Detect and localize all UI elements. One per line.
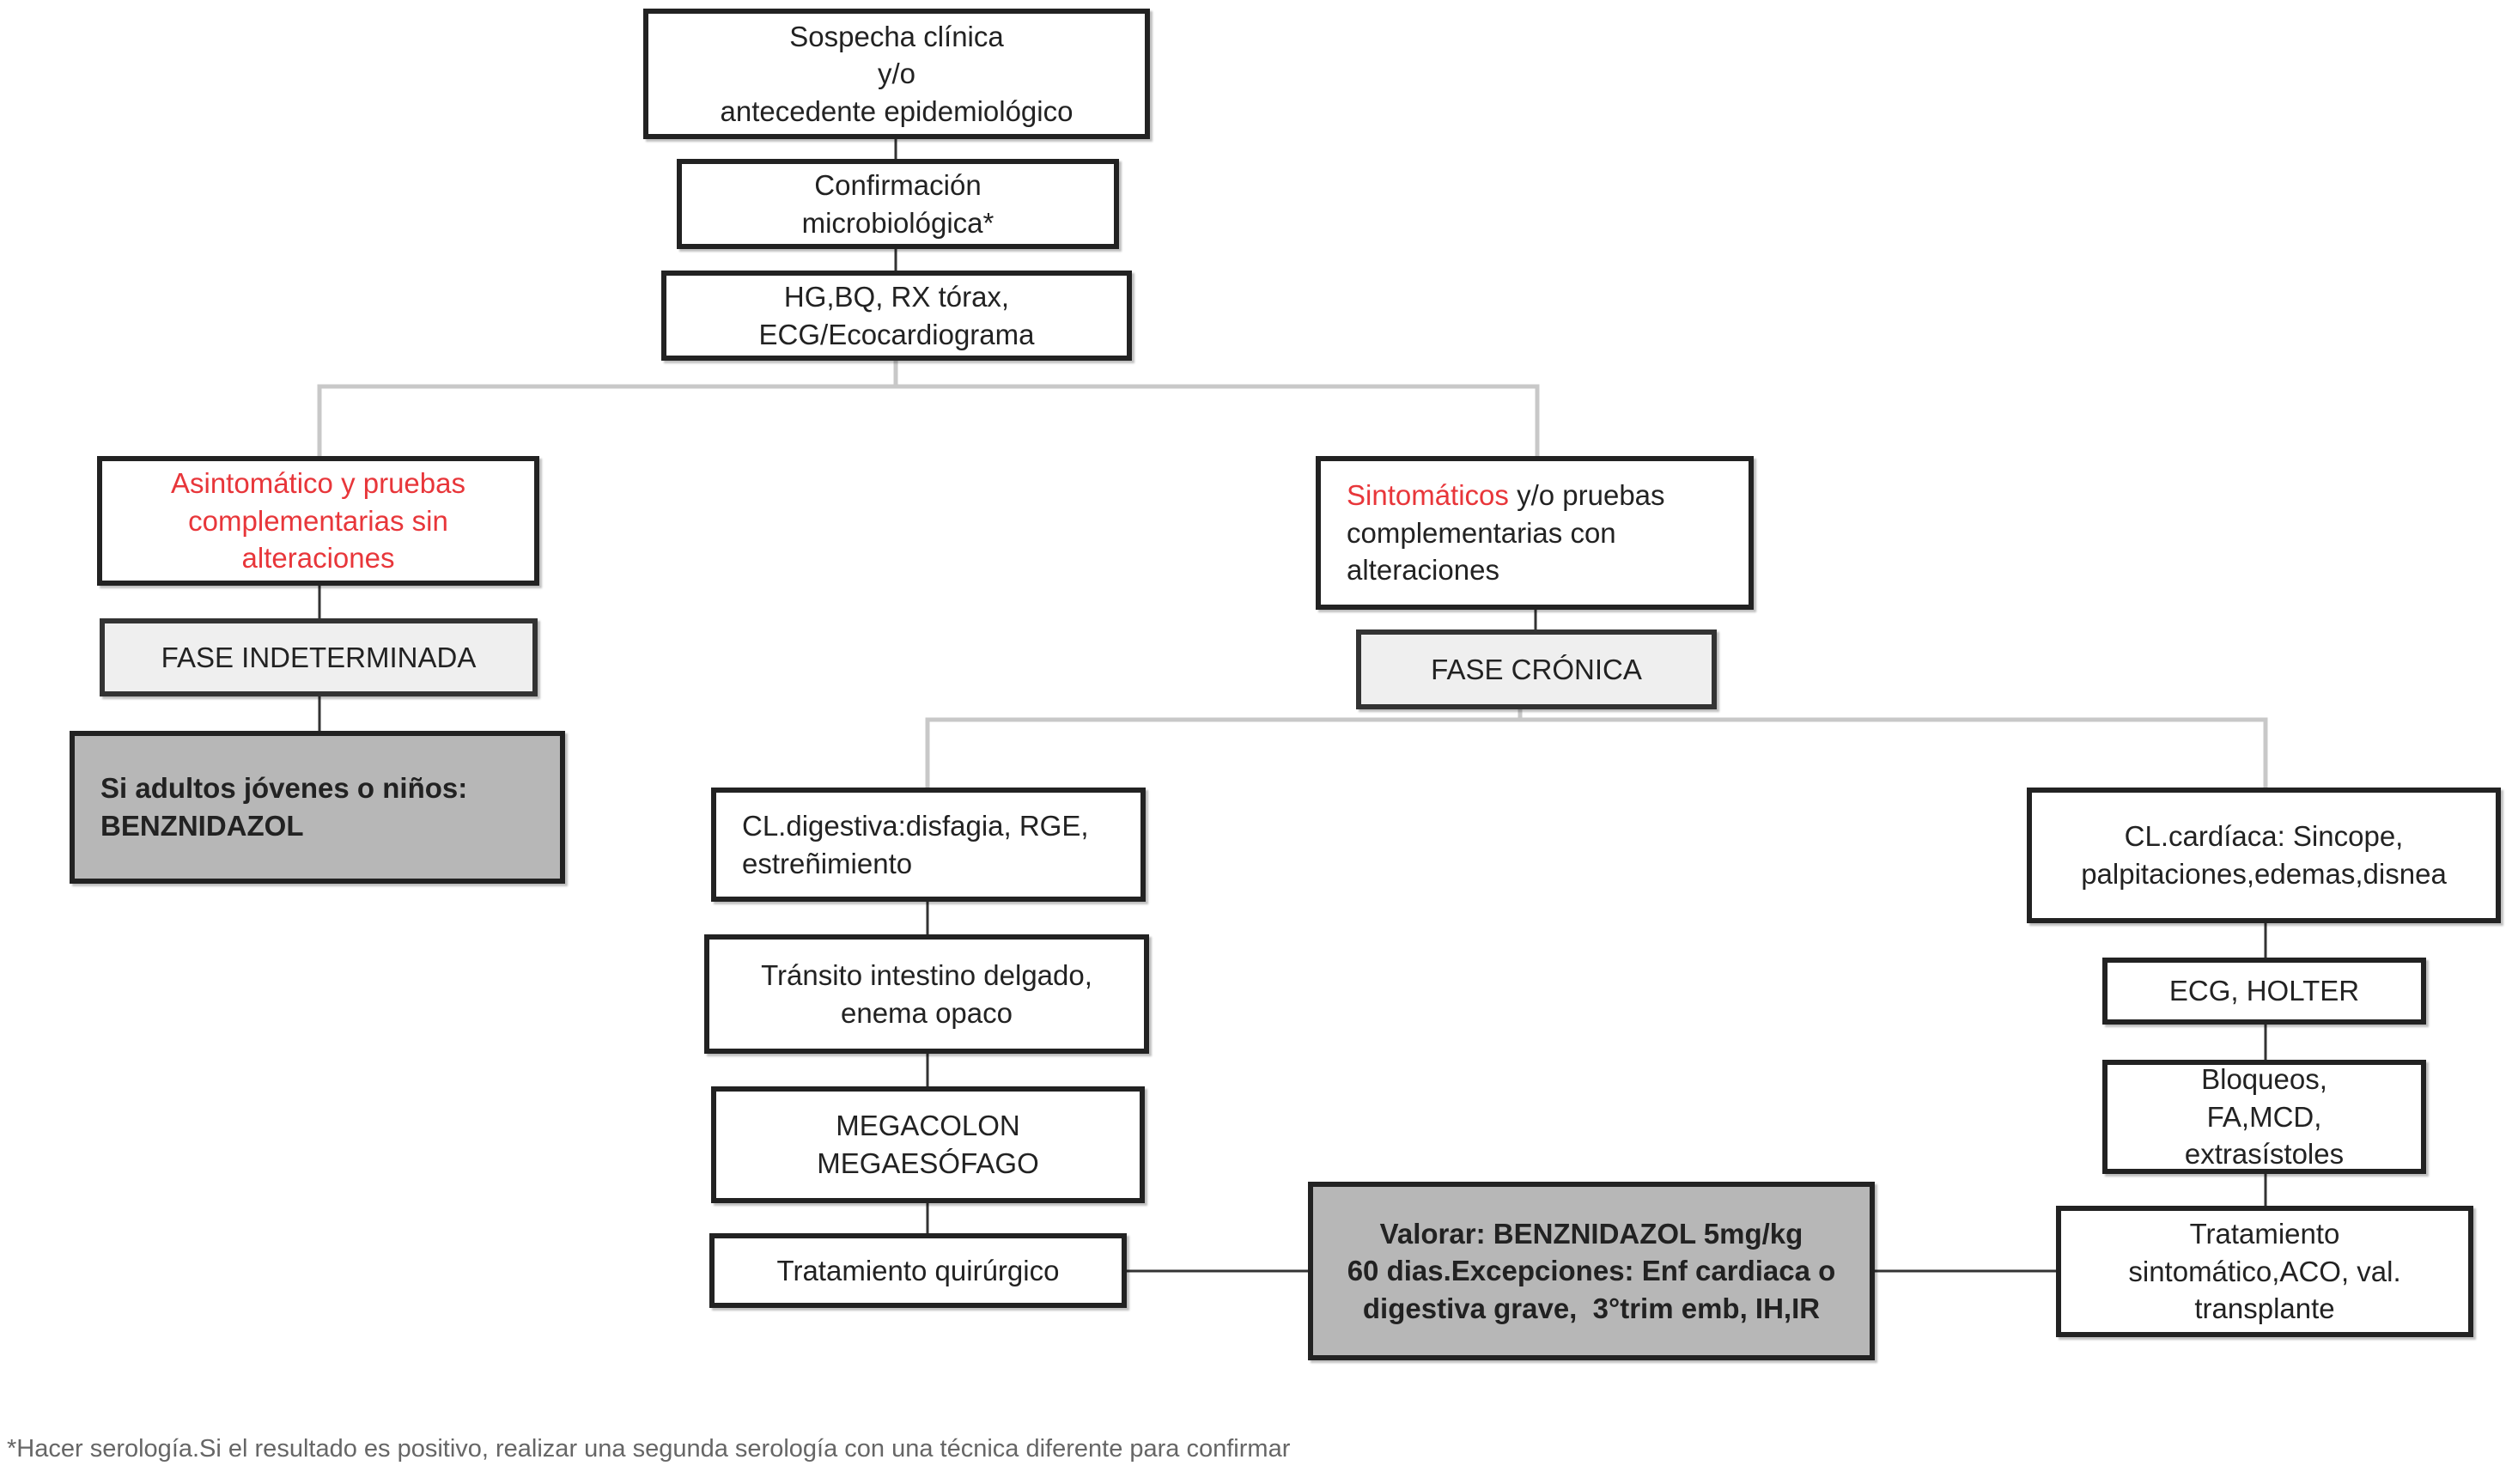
connector-branch-chronic xyxy=(925,717,2268,790)
node-text-line: extrasístoles xyxy=(2184,1138,2345,1171)
fase-indeterminada-node: FASE INDETERMINADA xyxy=(100,618,538,696)
bloqueos-node: Bloqueos, FA,MCD, extrasístoles xyxy=(2102,1060,2426,1174)
node-text-line: Si adultos jóvenes o niños: xyxy=(100,772,468,805)
sintomaticos-highlight: Sintomáticos xyxy=(1347,479,1509,512)
asintomatico-node: Asintomático y pruebas complementarias s… xyxy=(97,456,539,586)
node-text-line: Tratamiento xyxy=(2189,1218,2340,1250)
megacolon-node: MEGACOLON MEGAESÓFAGO xyxy=(711,1086,1145,1203)
node-text-line: Sintomáticos y/o pruebas xyxy=(1347,477,1665,514)
sintomaticos-rest: y/o pruebas xyxy=(1508,479,1665,512)
node-text-line: sintomático,ACO, val. xyxy=(2128,1255,2401,1287)
sospecha-clinica-node: Sospecha clínica y/o antecedente epidemi… xyxy=(643,9,1150,139)
ecg-holter-node: ECG, HOLTER xyxy=(2102,958,2426,1025)
node-text-line: enema opaco xyxy=(841,996,1013,1029)
node-text-line: CL.digestiva:disfagia, RGE, xyxy=(742,809,1089,842)
node-text-line: CL.cardíaca: Sincope, xyxy=(2124,820,2404,853)
pruebas-complementarias-node: HG,BQ, RX tórax, ECG/Ecocardiograma xyxy=(661,271,1132,361)
fase-cronica-node: FASE CRÓNICA xyxy=(1356,629,1717,709)
node-text-line: Tránsito intestino delgado, xyxy=(761,958,1092,991)
node-text-line: Valorar: BENZNIDAZOL 5mg/kg xyxy=(1379,1217,1803,1250)
node-text-line: antecedente epidemiológico xyxy=(720,94,1074,127)
confirmacion-microbiologica-node: Confirmación microbiológica* xyxy=(677,159,1119,249)
node-text-line: complementarias con xyxy=(1347,516,1616,549)
node-text-line: alteraciones xyxy=(241,542,395,575)
benznidazol-ninos-node: Si adultos jóvenes o niños: BENZNIDAZOL xyxy=(70,731,565,884)
node-text-line: microbiológica* xyxy=(801,206,994,239)
node-text-line: MEGAESÓFAGO xyxy=(817,1147,1039,1179)
node-text-line: FA,MCD, xyxy=(2206,1100,2322,1133)
node-text-line: palpitaciones,edemas,disnea xyxy=(2081,858,2447,890)
node-text-line: ECG/Ecocardiograma xyxy=(758,318,1035,350)
transito-intestinal-node: Tránsito intestino delgado, enema opaco xyxy=(704,934,1149,1054)
tratamiento-sintomatico-node: Tratamiento sintomático,ACO, val. transp… xyxy=(2056,1206,2473,1337)
cl-digestiva-node: CL.digestiva:disfagia, RGE, estreñimient… xyxy=(711,788,1146,902)
node-text-line: HG,BQ, RX tórax, xyxy=(783,280,1010,313)
node-text-line: Bloqueos, xyxy=(2201,1063,2327,1096)
node-text-line: Confirmación xyxy=(814,168,982,201)
connector-branch-top xyxy=(317,384,1540,458)
node-text-line: 60 dias.Excepciones: Enf cardiaca o xyxy=(1347,1255,1836,1287)
tratamiento-quirurgico-node: Tratamiento quirúrgico xyxy=(709,1233,1127,1308)
node-text-line: complementarias sin xyxy=(188,504,448,537)
node-text-line: Asintomático y pruebas xyxy=(170,467,465,500)
node-text-line: alteraciones xyxy=(1347,554,1499,587)
node-text-line: BENZNIDAZOL xyxy=(100,810,304,842)
node-text-line: MEGACOLON xyxy=(836,1110,1020,1142)
node-text-line: y/o xyxy=(877,58,915,90)
node-text-line: transplante xyxy=(2194,1292,2335,1325)
sintomaticos-node: Sintomáticos y/o pruebas complementarias… xyxy=(1316,456,1754,610)
cl-cardiaca-node: CL.cardíaca: Sincope, palpitaciones,edem… xyxy=(2027,788,2501,923)
valorar-benznidazol-node: Valorar: BENZNIDAZOL 5mg/kg 60 dias.Exce… xyxy=(1308,1182,1875,1360)
node-text-line: estreñimiento xyxy=(742,847,913,879)
footnote: *Hacer serología.Si el resultado es posi… xyxy=(7,1435,1291,1463)
node-text-line: Sospecha clínica xyxy=(789,20,1004,52)
node-text-line: digestiva grave, 3°trim emb, IH,IR xyxy=(1362,1292,1821,1324)
